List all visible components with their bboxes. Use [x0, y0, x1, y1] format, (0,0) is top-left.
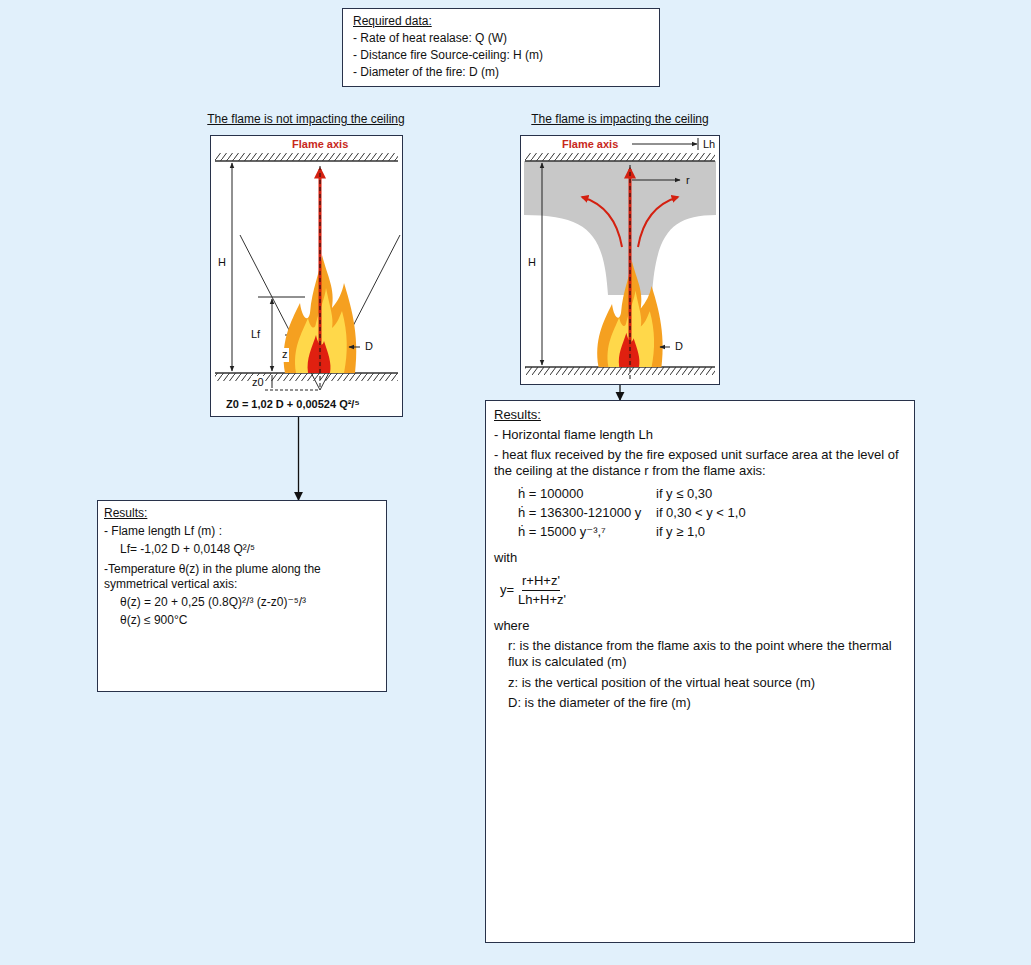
results-box: Results: - Flame length Lf (m) : Lf= -1,02… [97, 500, 387, 692]
ceiling-flame-figure-part [632, 180, 680, 181]
free-flame-figure-part [215, 373, 398, 381]
node-text: Flame axis [561, 138, 619, 152]
free-flame-figure-part [265, 390, 320, 391]
node-text: - Rate of heat realase: Q (W) [353, 31, 507, 46]
section-heading: The flame is not impacting the ceiling [181, 112, 431, 126]
node-text: ḣ = 100000 [518, 486, 583, 502]
node-text: Lh [702, 138, 716, 152]
flow-arrow [619, 385, 620, 400]
node-text: D [364, 340, 374, 354]
node-text: if 0,30 < y < 1,0 [656, 505, 746, 521]
free-flame-figure-part [272, 375, 273, 388]
free-flame-figure-part [210, 135, 403, 417]
node-text: D [674, 340, 684, 354]
flow-arrow [298, 417, 299, 500]
node-text: θ(z) = 20 + 0,25 (0.8Q)²/³ (z-z0)⁻⁵/³ [120, 595, 306, 610]
node-text: H [527, 256, 537, 270]
ceiling-flame-figure-part [524, 161, 716, 295]
node-text: - Flame length Lf (m) : [104, 524, 222, 539]
free-flame-figure-part [215, 160, 398, 162]
ceiling-flame-figure-part [525, 153, 715, 161]
node-text: ḣ = 15000 y⁻³,⁷ [518, 524, 606, 540]
ceiling-flame-figure-part [525, 160, 715, 162]
node-text: - Diameter of the fire: D (m) [353, 65, 499, 80]
ceiling-flame-figure-part [698, 138, 699, 150]
ceiling-flame-figure [520, 135, 720, 385]
ceiling-flame-figure-part [660, 347, 670, 348]
results-box: Results: - Horizontal flame length Lh - he… [485, 400, 915, 943]
node-text: Required data: [353, 14, 432, 29]
node-text: H [217, 256, 227, 270]
section-heading: The flame is impacting the ceiling [495, 112, 745, 126]
free-flame-figure-part [215, 153, 398, 161]
ceiling-flame-figure-part [582, 197, 622, 247]
node-text: - Distance fire Source-ceiling: H (m) [353, 48, 543, 63]
node-text: ḣ = 136300-121000 y [518, 505, 641, 521]
node-text: Lf= -1,02 D + 0,0148 Q²/⁵ [120, 542, 255, 557]
node-text: - Horizontal flame length Lh [494, 427, 653, 443]
node-text: where [494, 618, 529, 634]
node-text: if y ≤ 0,30 [656, 486, 712, 502]
node-text: Results: [104, 506, 147, 521]
node-text: -Temperature θ(z) in the plume along the… [104, 562, 376, 592]
free-flame-figure-part [272, 299, 273, 371]
free-flame-figure [210, 135, 403, 417]
node-text: Flame axis [291, 138, 349, 152]
ceiling-flame-figure-part [638, 197, 678, 247]
required-data-box: Required data: - Rate of heat realase: Q … [342, 8, 660, 87]
free-flame-figure-part [349, 347, 360, 348]
node-text: r: is the distance from the flame axis t… [508, 638, 903, 671]
ceiling-flame-figure-part [629, 169, 632, 367]
node-text: Results: [494, 407, 541, 423]
node-text: y= [500, 582, 514, 598]
node-text: r [685, 174, 691, 188]
node-text: z: is the vertical position of the virtu… [508, 675, 903, 691]
ceiling-flame-figure-part [630, 163, 631, 379]
node-text: if y ≥ 1,0 [656, 524, 705, 540]
free-flame-figure-part [320, 163, 321, 387]
ceiling-flame-figure-part [632, 144, 697, 145]
node-text: Lf [250, 328, 261, 342]
node-text: z [281, 348, 289, 362]
free-flame-figure-part [232, 163, 233, 371]
node-text: - heat flux received by the fire exposed… [494, 447, 904, 480]
node-text: r+H+z' [522, 573, 560, 591]
node-text: θ(z) ≤ 900°C [120, 613, 187, 628]
node-text: with [494, 550, 517, 566]
ceiling-flame-figure-part [520, 135, 720, 385]
free-flame-figure-part [258, 297, 305, 298]
node-text: z0 [251, 376, 265, 390]
illustration-box: Flame axisH Lf z Dz0 Z0 = 1,02 D + 0,00524 Q… [210, 135, 403, 417]
node-text: Z0 = 1,02 D + 0,00524 Q²/⁵ [225, 398, 361, 412]
ceiling-flame-figure-part [542, 163, 543, 365]
node-text: D: is the diameter of the fire (m) [508, 695, 903, 711]
node-text: Lh+H+z' [518, 592, 566, 608]
illustration-box: Flame axis Lh rH D [520, 135, 720, 385]
ceiling-flame-figure-part [525, 367, 715, 375]
